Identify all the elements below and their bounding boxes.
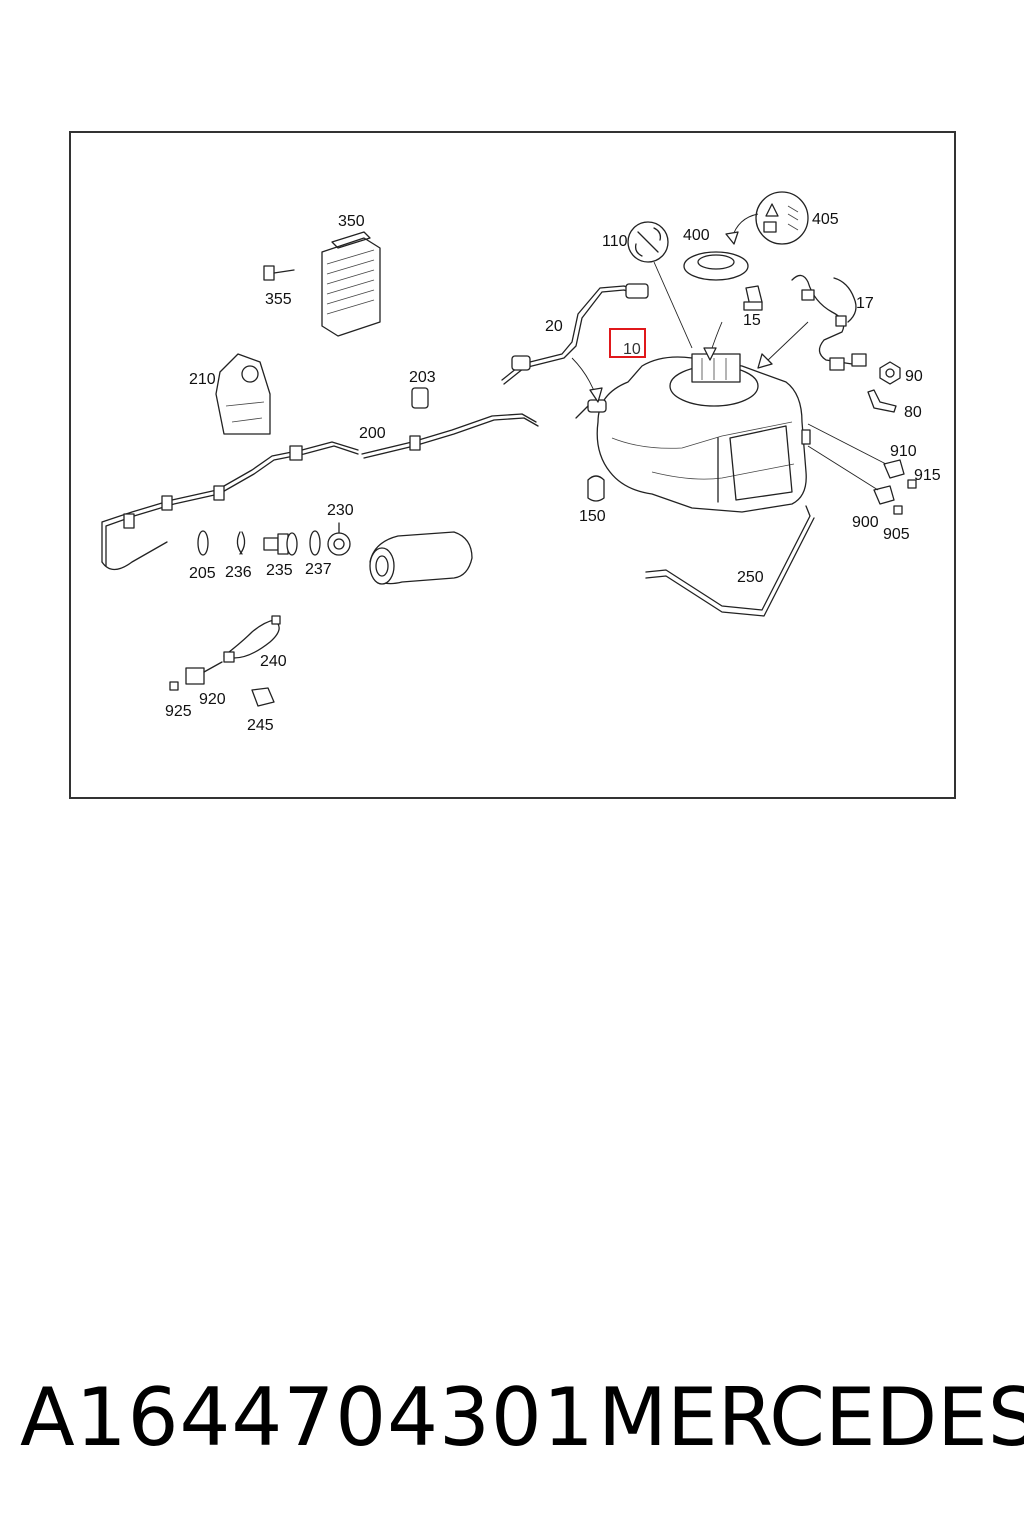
callout-110[interactable]: 110 <box>602 233 628 250</box>
nut-part <box>879 361 901 385</box>
connector-part <box>185 661 223 685</box>
pin-915-part <box>907 479 917 489</box>
callout-235[interactable]: 235 <box>266 562 293 579</box>
assembly-arrows <box>571 321 809 403</box>
retaining-ring-part <box>236 531 246 555</box>
fuel-tank-part <box>596 353 811 513</box>
fuel-line-part <box>101 413 539 571</box>
highlight-box <box>609 328 646 358</box>
exploded-parts-drawing: 10 15 17 20 80 90 110 150 200 203 205 21… <box>101 191 941 734</box>
callout-90[interactable]: 90 <box>905 368 923 385</box>
callout-240[interactable]: 240 <box>260 653 287 670</box>
callout-203[interactable]: 203 <box>409 369 436 386</box>
callout-210[interactable]: 210 <box>189 371 216 388</box>
callout-80[interactable]: 80 <box>904 404 922 421</box>
callout-915[interactable]: 915 <box>914 467 941 484</box>
valve-part <box>263 532 298 556</box>
callout-400[interactable]: 400 <box>683 227 710 244</box>
wiring-harness-part <box>791 274 867 371</box>
warning-label-icon <box>725 191 809 245</box>
o-ring-part <box>309 530 321 556</box>
seal-ring-part <box>197 530 209 556</box>
callout-245[interactable]: 245 <box>247 717 274 734</box>
callout-236[interactable]: 236 <box>225 564 252 581</box>
holder-part <box>251 687 275 707</box>
cover-ring-part <box>683 251 749 281</box>
callout-910[interactable]: 910 <box>890 443 917 460</box>
callout-17[interactable]: 17 <box>856 295 874 312</box>
brand-name: MERCEDES <box>598 1371 1024 1464</box>
bump-stop-part <box>587 475 605 502</box>
part-number: A1644704301 <box>20 1371 595 1464</box>
screw-part <box>263 265 295 281</box>
control-unit-part <box>321 231 381 337</box>
pin-part <box>169 681 179 691</box>
callout-200[interactable]: 200 <box>359 425 386 442</box>
callout-237[interactable]: 237 <box>305 561 332 578</box>
clamp-part <box>327 522 351 556</box>
callout-15[interactable]: 15 <box>743 312 761 329</box>
parts-diagram: 10 15 17 20 80 90 110 150 200 203 205 21… <box>69 131 956 799</box>
callout-920[interactable]: 920 <box>199 691 226 708</box>
callout-205[interactable]: 205 <box>189 565 216 582</box>
filler-hose-part <box>369 531 473 585</box>
clip-900-part <box>873 485 895 505</box>
clip-part <box>411 387 429 409</box>
wrench-symbol-icon <box>627 221 693 349</box>
tank-strap-part <box>645 505 815 617</box>
callout-150[interactable]: 150 <box>579 508 606 525</box>
callout-900[interactable]: 900 <box>852 514 879 531</box>
callout-350[interactable]: 350 <box>338 213 365 230</box>
callout-405[interactable]: 405 <box>812 211 839 228</box>
callout-925[interactable]: 925 <box>165 703 192 720</box>
callout-20[interactable]: 20 <box>545 318 563 335</box>
callout-905[interactable]: 905 <box>883 526 910 543</box>
mount-bracket-part <box>215 353 271 435</box>
callout-250[interactable]: 250 <box>737 569 764 586</box>
pin-905-part <box>893 505 903 515</box>
callout-230[interactable]: 230 <box>327 502 354 519</box>
valve-cap-part <box>743 285 763 311</box>
callout-355[interactable]: 355 <box>265 291 292 308</box>
callout-10[interactable]: 10 <box>623 341 641 358</box>
footer: A1644704301 MERCEDES <box>0 1370 1024 1480</box>
vent-line-part <box>501 283 649 385</box>
small-bracket-part <box>867 389 897 413</box>
clip-910-part <box>883 459 905 479</box>
sensor-cable-part <box>223 615 281 663</box>
